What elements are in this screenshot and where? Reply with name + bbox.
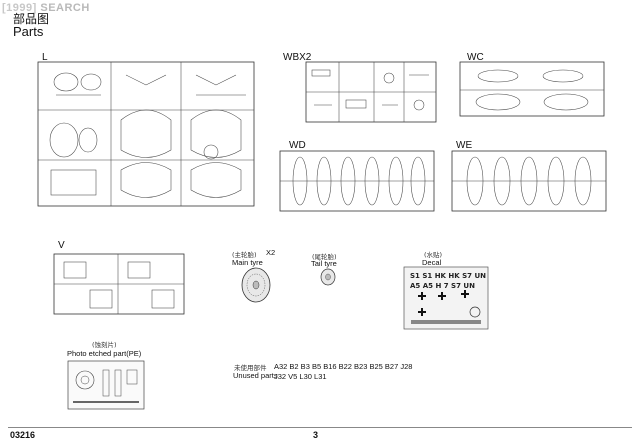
sprue-label-v: V [58, 240, 65, 251]
decal-label-cn: (水贴) [424, 251, 443, 259]
page-title: Parts [13, 24, 44, 39]
product-code: 03216 [10, 430, 36, 440]
watermark: [1999] SEARCH [2, 2, 90, 14]
tail-tyre-icon [320, 268, 336, 286]
tail-tyre-label-cn: (尾轮胎) [312, 253, 337, 261]
footer-rule [8, 427, 632, 428]
sprue-wd-drawing [279, 150, 435, 212]
main-tyre-icon [241, 267, 271, 303]
sprue-label-wbx2: WBX2 [283, 52, 312, 63]
main-tyre-count: X2 [266, 248, 276, 257]
unused-parts-list-2: J32 V5 L30 L31 [274, 372, 327, 381]
sprue-v-drawing [53, 253, 185, 315]
page-title-cn: 部品图 [13, 12, 50, 26]
watermark-logo: [1999] [2, 2, 37, 14]
main-tyre-label: Main tyre [232, 258, 263, 267]
sprue-frame [37, 61, 255, 207]
svg-text:S1 S1 HK HK S7 UN: S1 S1 HK HK S7 UN [410, 272, 486, 280]
sprue-l-drawing [37, 61, 255, 207]
sprue-wbx2-drawing [305, 61, 437, 123]
svg-text:A5 A5 H 7 S7 UN: A5 A5 H 7 S7 UN [410, 282, 475, 290]
sprue-label-wd: WD [289, 140, 306, 151]
photo-etched-label: Photo etched part(PE) [67, 349, 142, 358]
photo-etched-fret [67, 360, 145, 410]
unused-parts-label: Unused parts [233, 371, 278, 380]
main-tyre-label-cn: (主轮胎) [232, 251, 257, 259]
unused-parts-list-1: A32 B2 B3 B5 B16 B22 B23 B25 B27 J28 [274, 362, 413, 371]
watermark-text: SEARCH [40, 2, 90, 14]
sprue-we-drawing [451, 150, 607, 212]
decal-sheet: S1 S1 HK HK S7 UN A5 A5 H 7 S7 UN [403, 266, 489, 330]
tail-tyre-label: Tail tyre [311, 259, 337, 268]
sprue-label-wc: WC [467, 52, 484, 63]
decal-label: Decal [422, 258, 442, 267]
page-number: 3 [313, 430, 319, 440]
unused-parts-label-cn: 未使用部件 [234, 364, 267, 372]
photo-etched-label-cn: (蚀刻片) [92, 341, 117, 349]
sprue-label-l: L [42, 52, 48, 63]
sprue-label-we: WE [456, 140, 473, 151]
sprue-wc-drawing [459, 61, 605, 117]
